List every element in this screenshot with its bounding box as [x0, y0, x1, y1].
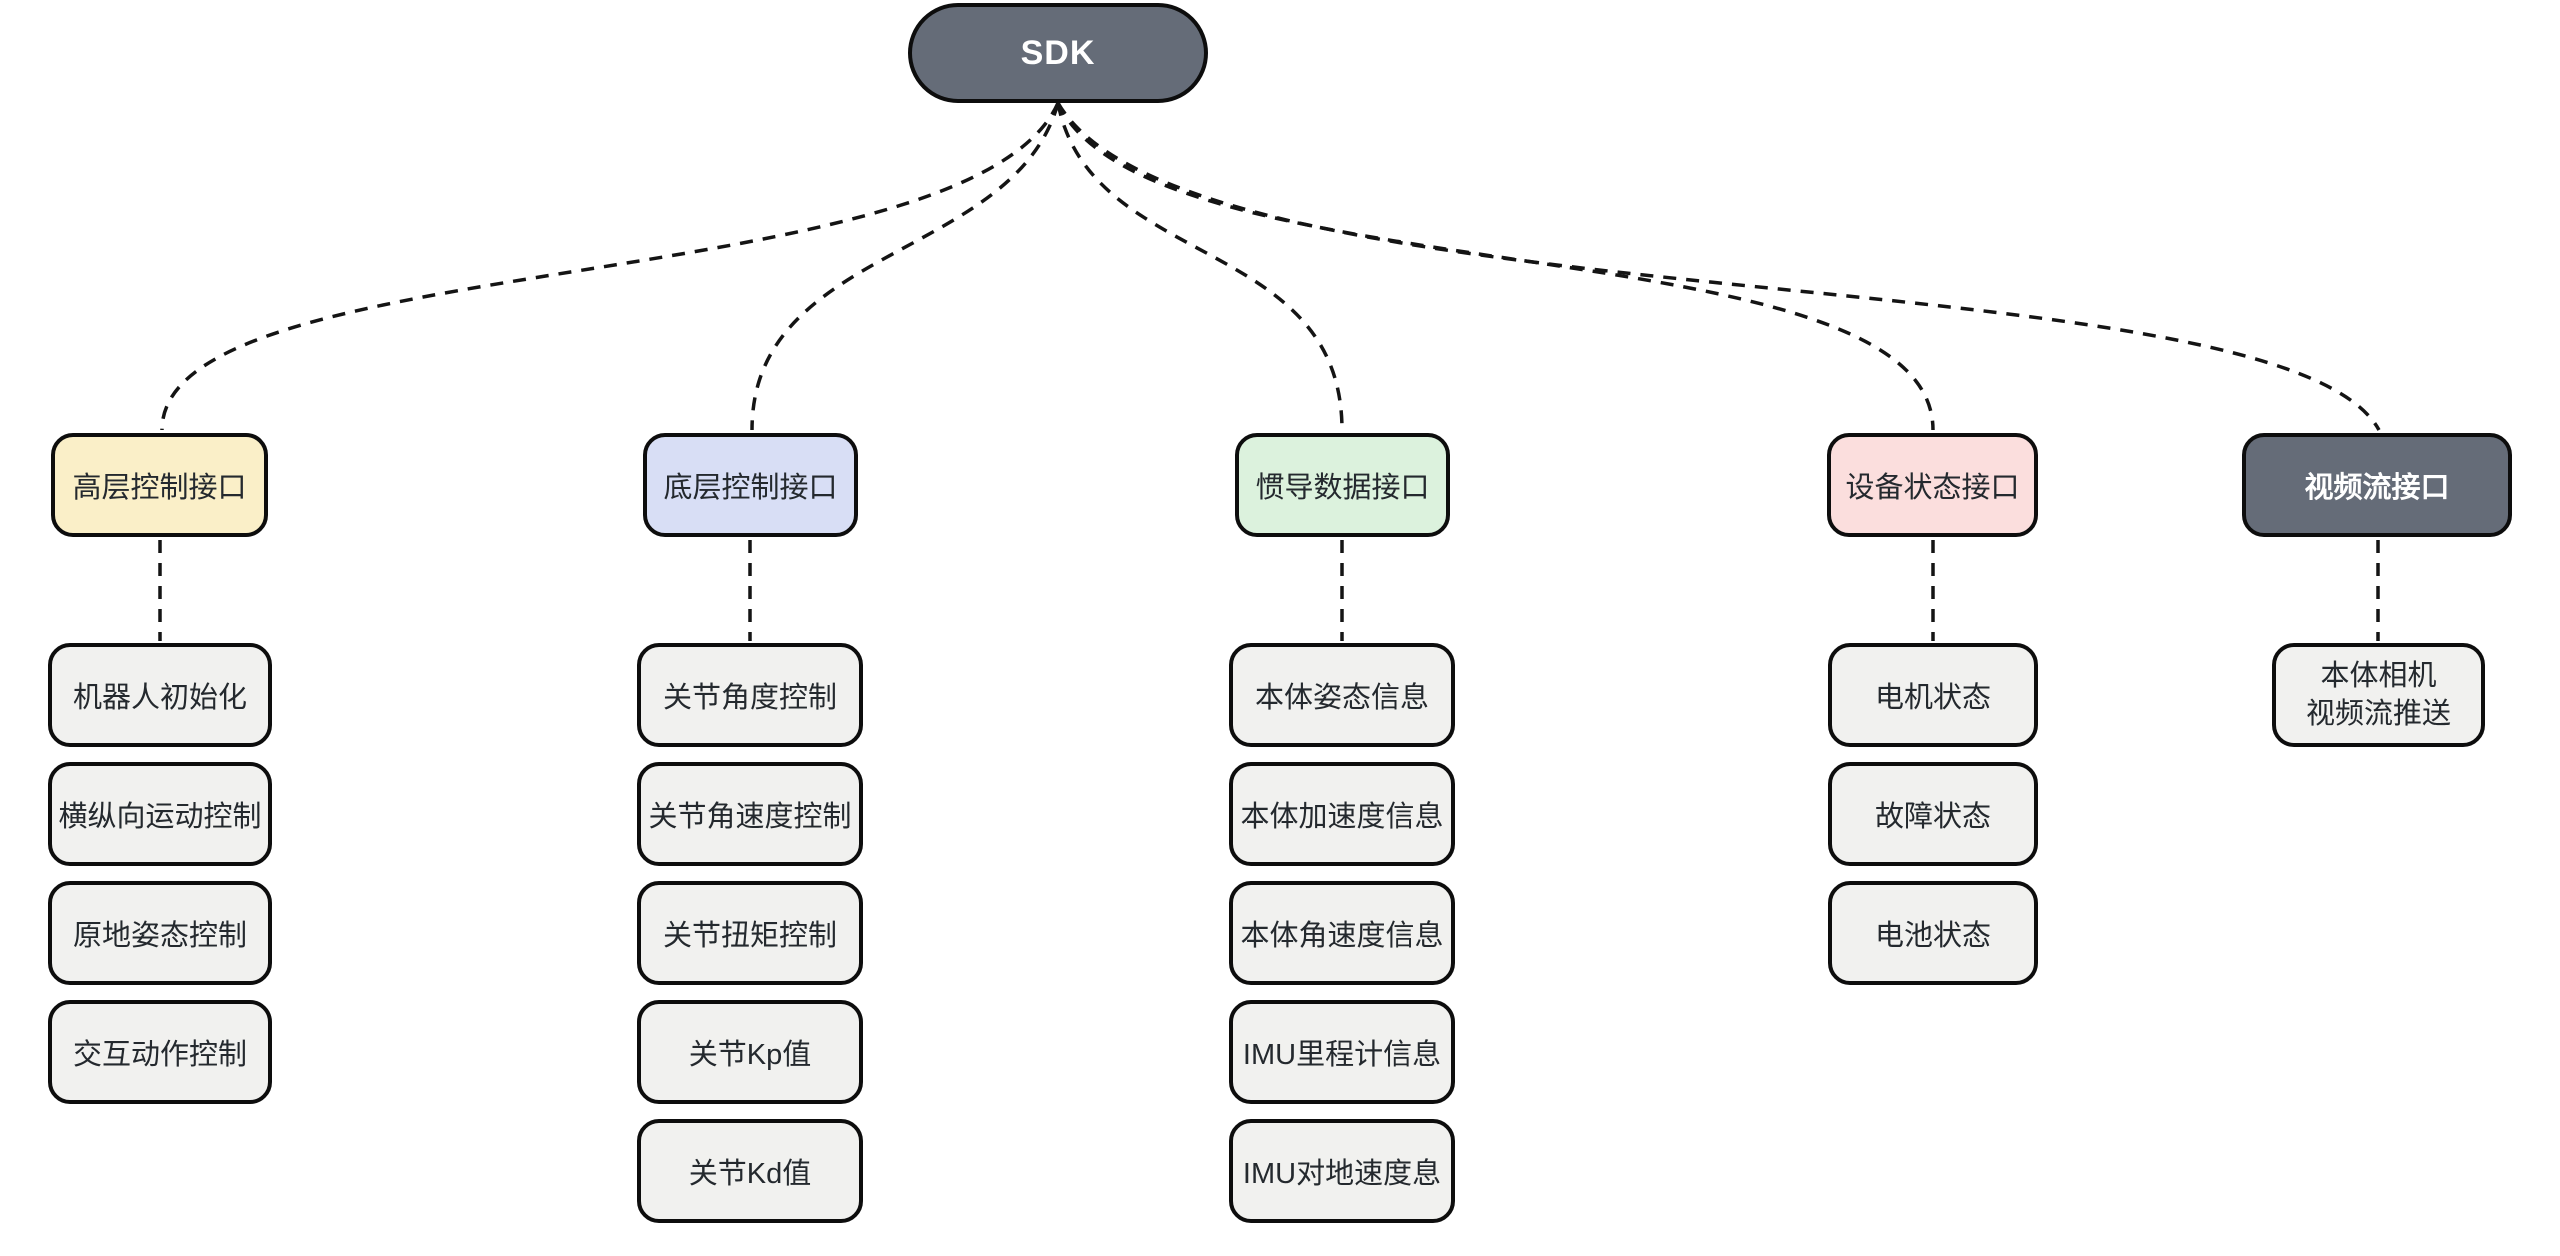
child-node-joint-angle: 关节角度控制 [637, 643, 863, 747]
connector-sdk-to-high-level-control [160, 102, 1060, 431]
root-node-sdk: SDK [908, 3, 1208, 103]
child-node-lateral-longitudinal-motion: 横纵向运动控制 [48, 762, 272, 866]
child-node-camera-video-push: 本体相机 视频流推送 [2272, 643, 2485, 747]
branch-node-video-stream: 视频流接口 [2242, 433, 2512, 537]
branch-node-ins-data: 惯导数据接口 [1235, 433, 1450, 537]
child-node-robot-init: 机器人初始化 [48, 643, 272, 747]
child-node-body-acceleration-info: 本体加速度信息 [1229, 762, 1455, 866]
child-node-joint-angular-velocity: 关节角速度控制 [637, 762, 863, 866]
child-node-body-posture-info: 本体姿态信息 [1229, 643, 1455, 747]
child-node-fault-status: 故障状态 [1828, 762, 2038, 866]
child-node-interactive-action: 交互动作控制 [48, 1000, 272, 1104]
child-node-joint-torque: 关节扭矩控制 [637, 881, 863, 985]
child-node-in-place-posture: 原地姿态控制 [48, 881, 272, 985]
branch-node-high-level-control: 高层控制接口 [51, 433, 268, 537]
connector-sdk-to-video-stream [1056, 102, 2381, 431]
child-node-imu-ground-speed-info: IMU对地速度息 [1229, 1119, 1455, 1223]
child-node-body-angular-velocity-info: 本体角速度信息 [1229, 881, 1455, 985]
child-node-joint-kd: 关节Kd值 [637, 1119, 863, 1223]
child-node-joint-kp: 关节Kp值 [637, 1000, 863, 1104]
child-node-motor-status: 电机状态 [1828, 643, 2038, 747]
child-node-battery-status: 电池状态 [1828, 881, 2038, 985]
connector-sdk-to-ins-data [1056, 102, 1344, 431]
branch-node-device-status: 设备状态接口 [1827, 433, 2038, 537]
connector-sdk-to-low-level-control [750, 102, 1060, 431]
child-node-imu-odometry-info: IMU里程计信息 [1229, 1000, 1455, 1104]
connector-sdk-to-device-status [1056, 102, 1935, 431]
branch-node-low-level-control: 底层控制接口 [643, 433, 858, 537]
